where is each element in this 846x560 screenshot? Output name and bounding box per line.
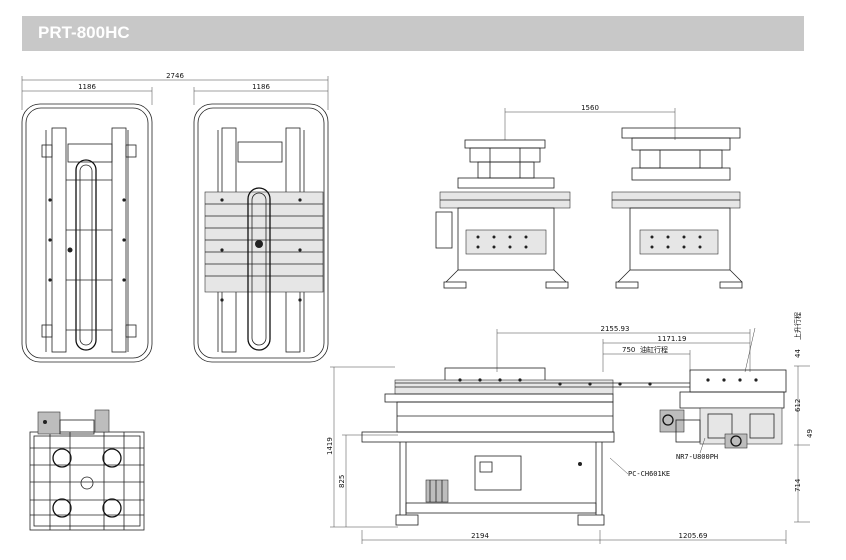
front-view-right [611, 127, 743, 289]
dim-750: 750 [622, 346, 635, 354]
dim-49: 49 [806, 429, 814, 438]
label-cylinder-stroke: 油缸行程 [640, 345, 668, 354]
front-view-left [435, 139, 571, 289]
dim-44: 44 [794, 349, 802, 358]
dim-2194: 2194 [471, 532, 489, 540]
part-label-nr7: NR7-U800PH [676, 453, 718, 461]
dim-right-width: 1186 [252, 83, 270, 91]
dim-front-width: 1560 [581, 104, 599, 112]
dim-stroke-total: 2155.93 [601, 325, 630, 333]
dim-1205: 1205.69 [679, 532, 708, 540]
dim-612: 612 [794, 399, 802, 412]
dim-714: 714 [794, 478, 802, 492]
top-view-left [21, 103, 153, 363]
bottom-view [29, 409, 145, 531]
top-view-dimensions: 2746 1186 1186 [21, 72, 329, 110]
dim-left-width: 1186 [78, 83, 96, 91]
part-label-pc: PC-CH601KE [628, 470, 670, 478]
page-title: PRT-800HC [38, 23, 130, 42]
dim-1171: 1171.19 [658, 335, 687, 343]
front-view-dimension: 1560 [504, 104, 676, 140]
title-bar: PRT-800HC [22, 16, 804, 51]
dim-1419: 1419 [326, 437, 334, 455]
top-view-right [193, 103, 329, 363]
dim-overall-width: 2746 [166, 72, 184, 80]
dim-825: 825 [338, 475, 346, 488]
label-lift-stroke: 上升行程 [793, 312, 802, 340]
side-view: 2155.93 1171.19 750 油缸行程 44 上升行程 612 49 … [326, 312, 814, 544]
